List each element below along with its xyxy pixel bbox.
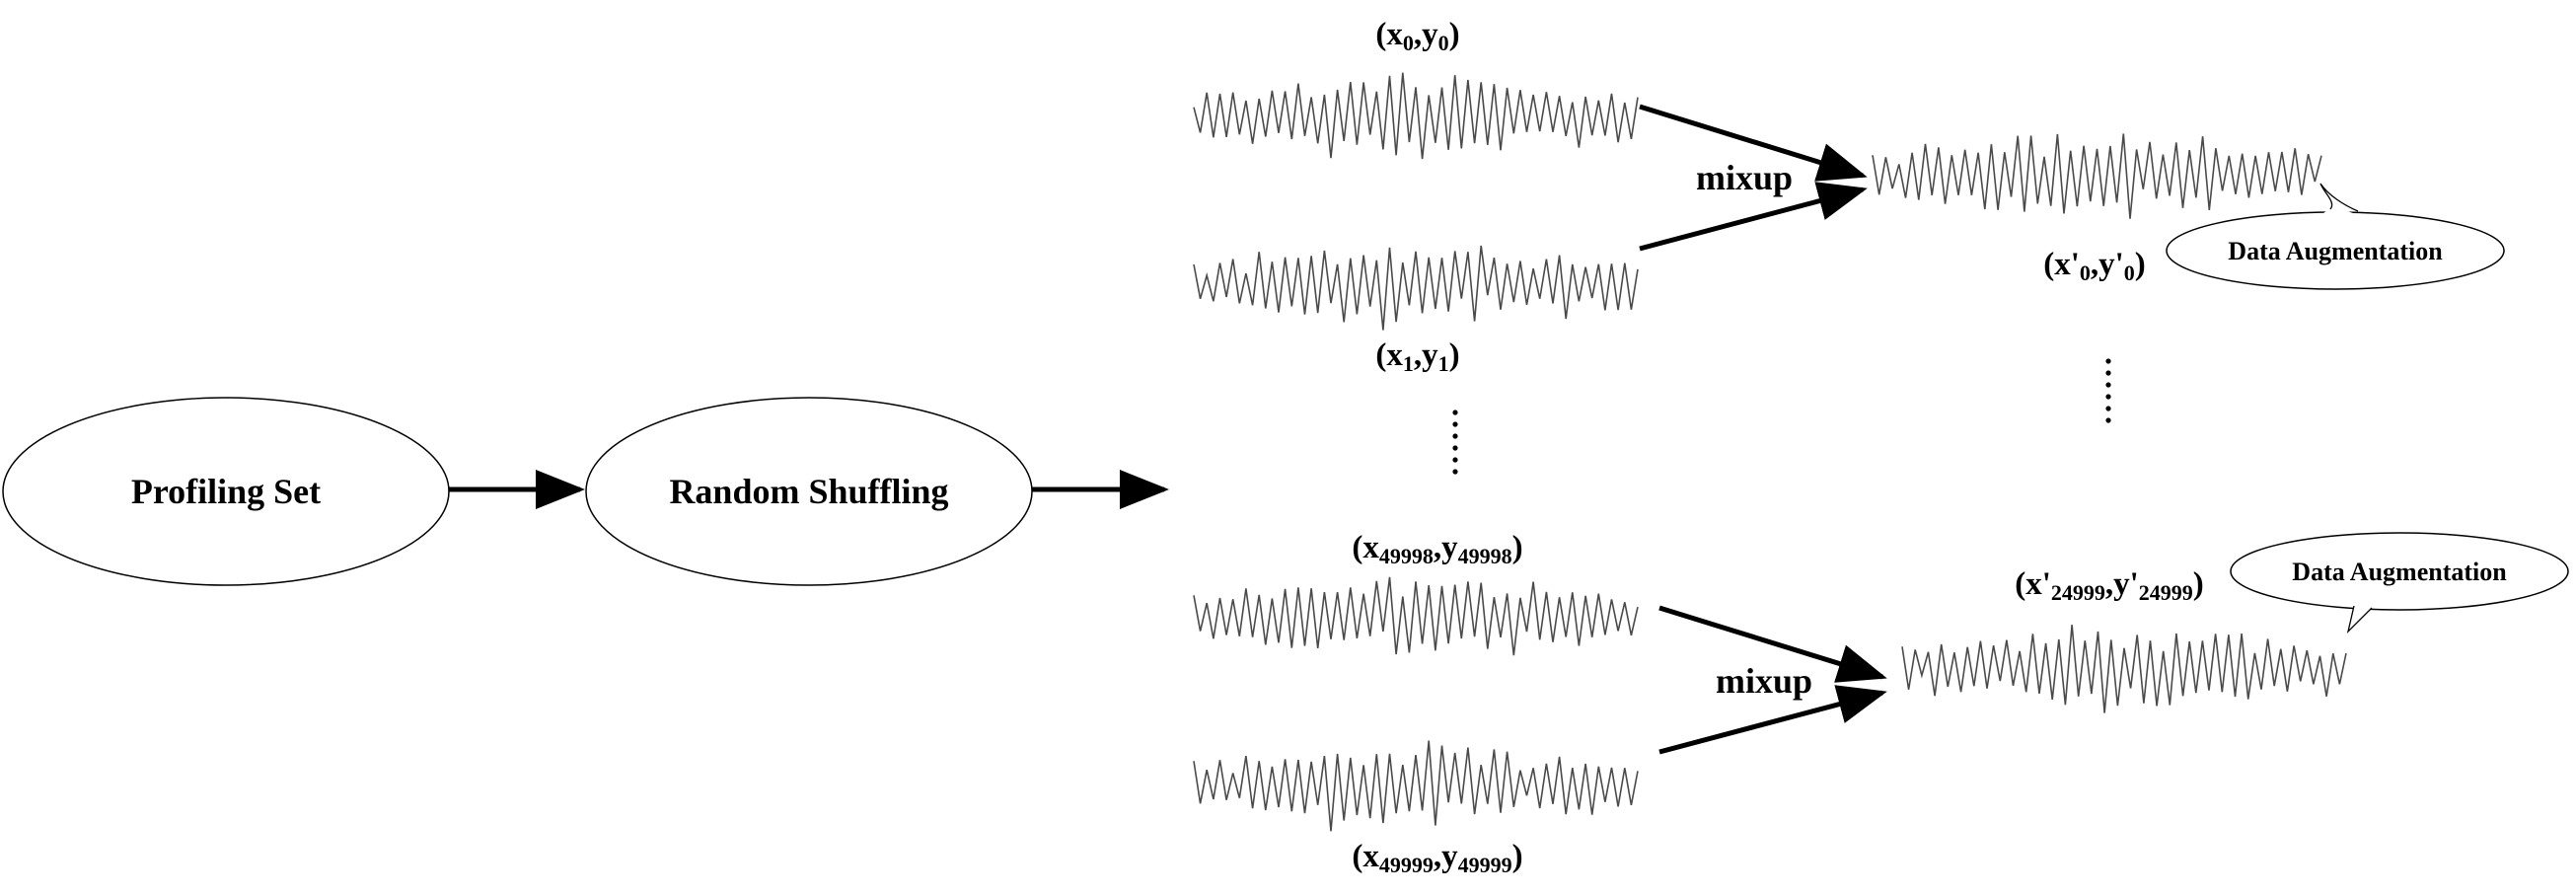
- ellipsis-dots-inputs: [1452, 410, 1458, 475]
- pair-label-x49999-y49999: (x49999,y49999): [1352, 839, 1522, 877]
- callout-bubble-bottom-text: Data Augmentation: [2292, 558, 2507, 586]
- arrow-x49998-to-output: [1658, 605, 1887, 683]
- random-shuffling-label: Random Shuffling: [669, 472, 948, 511]
- arrow-x1-to-output: [1639, 182, 1868, 252]
- trace-x0: [1193, 72, 1639, 160]
- mixup-label-bottom: mixup: [1716, 661, 1812, 701]
- trace-output-24999: [1901, 625, 2347, 713]
- profiling-set-label: Profiling Set: [131, 472, 321, 511]
- arrow-x0-to-output: [1639, 104, 1868, 182]
- callout-bubble-top: Data Augmentation: [2166, 183, 2505, 290]
- callout-bubble-bottom: Data Augmentation: [2230, 532, 2569, 635]
- random-shuffling-node: Random Shuffling: [585, 397, 1033, 586]
- trace-x49998: [1193, 576, 1639, 656]
- output-label-24999: (x'24999,y'24999): [2015, 566, 2204, 605]
- trace-x49999: [1193, 740, 1639, 832]
- trace-output-0: [1872, 133, 2322, 219]
- callout-bubble-top-text: Data Augmentation: [2228, 237, 2443, 265]
- pair-label-x1-y1: (x1,y1): [1375, 337, 1459, 376]
- pair-label-x49998-y49998: (x49998,y49998): [1352, 530, 1522, 568]
- ellipsis-dots-outputs: [2105, 358, 2111, 423]
- output-label-0: (x'0,y'0): [2043, 247, 2146, 285]
- arrow-x49999-to-output: [1658, 685, 1887, 755]
- mixup-label-top: mixup: [1696, 158, 1793, 197]
- pair-label-x0-y0: (x0,y0): [1375, 17, 1459, 55]
- profiling-set-node: Profiling Set: [2, 397, 450, 586]
- trace-x1: [1193, 245, 1639, 331]
